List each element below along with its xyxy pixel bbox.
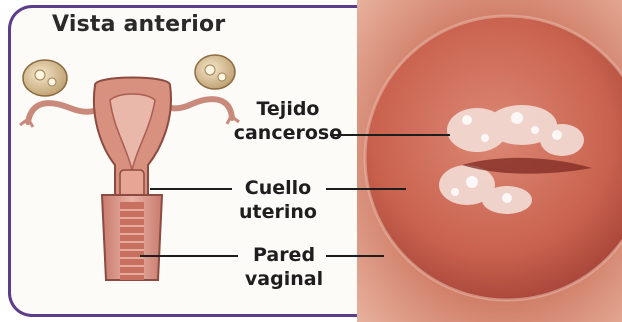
label-vaginal-wall: Pared vaginal: [234, 243, 334, 291]
leader-cervix-right: [326, 188, 406, 190]
label-line-2: canceroso: [218, 121, 358, 145]
cervix-photo: [357, 0, 622, 322]
leader-vaginal-wall-right: [326, 255, 384, 257]
label-line-2: uterino: [228, 200, 328, 224]
label-line-1: Cuello: [228, 176, 328, 200]
left-ovary: [23, 60, 67, 96]
leader-cancerous-tissue: [330, 134, 450, 136]
uterus-illustration: [10, 30, 250, 290]
label-line-1: Pared: [234, 243, 334, 267]
label-cancerous-tissue: Tejido canceroso: [218, 97, 358, 145]
leader-cervix-left: [150, 188, 232, 190]
label-cervix: Cuello uterino: [228, 176, 328, 224]
label-line-2: vaginal: [234, 267, 334, 291]
leader-vaginal-wall-left: [140, 255, 238, 257]
label-line-1: Tejido: [218, 97, 358, 121]
